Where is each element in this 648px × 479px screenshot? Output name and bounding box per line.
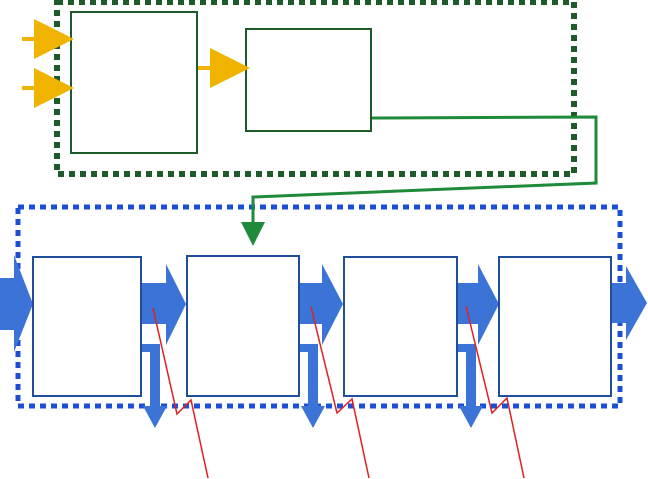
flow-arrow-exit (611, 266, 647, 340)
stage-box-2 (186, 255, 300, 397)
flow-arrow-1 (142, 264, 186, 345)
stage-box-3 (343, 256, 458, 397)
stage-box-4 (498, 256, 612, 397)
upper-box-left (70, 11, 198, 154)
flow-arrow-3 (458, 264, 499, 345)
annotation-line-2 (310, 306, 370, 479)
flow-arrow-2 (300, 264, 343, 345)
annotation-line-1 (152, 307, 209, 479)
annotation-line-3 (465, 305, 525, 479)
flow-arrow-entry (0, 255, 33, 352)
output-arrow-3 (458, 344, 483, 428)
upper-box-right (245, 28, 372, 132)
output-arrow-1 (142, 344, 167, 428)
feedback-connector-arrow (241, 115, 598, 246)
output-arrow-2 (300, 344, 325, 428)
stage-box-1 (32, 256, 142, 397)
